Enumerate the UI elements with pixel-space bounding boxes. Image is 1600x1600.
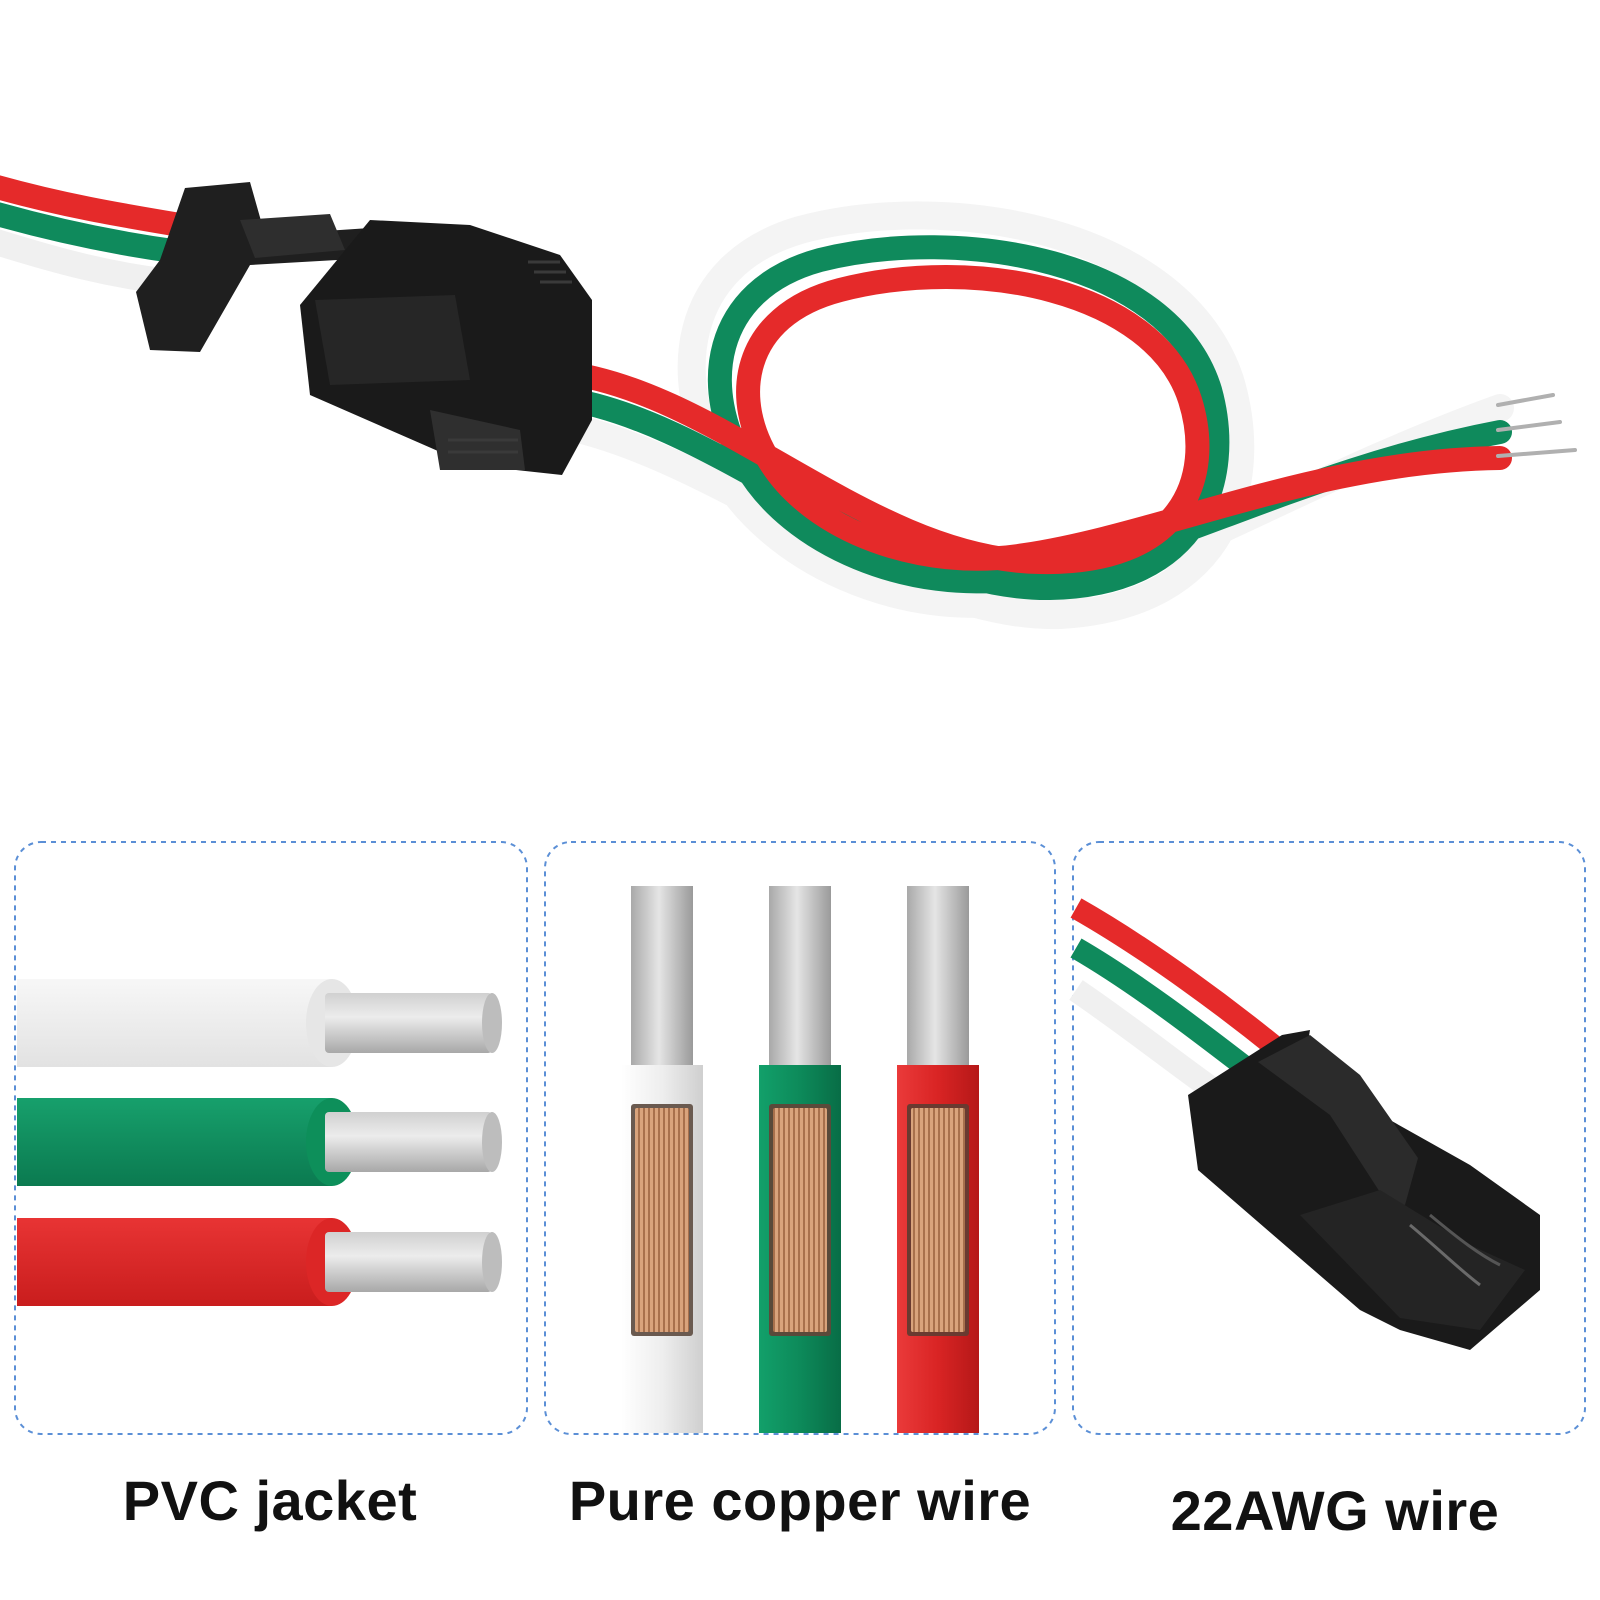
- caption-pvc-jacket: PVC jacket: [122, 1469, 418, 1532]
- male-housing: [136, 182, 372, 352]
- awg-connector: [1188, 1030, 1540, 1350]
- loop-green-wire: [548, 235, 1512, 601]
- white-jacket-wire: [17, 979, 502, 1067]
- panel-pure-copper-wire: [544, 841, 1056, 1435]
- green-core-wire: [759, 886, 841, 1433]
- left-wires: [0, 175, 192, 295]
- left-red-wire: [0, 175, 192, 237]
- red-jacket-wire: [17, 1218, 502, 1306]
- loop-wires: [546, 201, 1514, 630]
- loop-red-wire: [548, 264, 1512, 575]
- red-core-wire: [897, 886, 979, 1433]
- caption-pure-copper-wire: Pure copper wire: [568, 1469, 1032, 1532]
- loop-white-wire: [546, 201, 1514, 630]
- white-core-wire: [621, 886, 703, 1433]
- caption-22awg-wire: 22AWG wire: [1170, 1479, 1500, 1542]
- left-green-wire: [0, 202, 192, 264]
- panel-border: [1072, 841, 1586, 1435]
- awg-red-wire: [1070, 898, 1292, 1064]
- panel-pvc-jacket: [14, 841, 528, 1435]
- panel-border: [14, 841, 528, 1435]
- top-cable-illustration: [0, 175, 1577, 630]
- stripped-tips: [1496, 393, 1577, 458]
- panel-22awg-wire: [1069, 841, 1586, 1435]
- green-jacket-wire: [17, 1098, 502, 1186]
- top-connector: [136, 182, 592, 475]
